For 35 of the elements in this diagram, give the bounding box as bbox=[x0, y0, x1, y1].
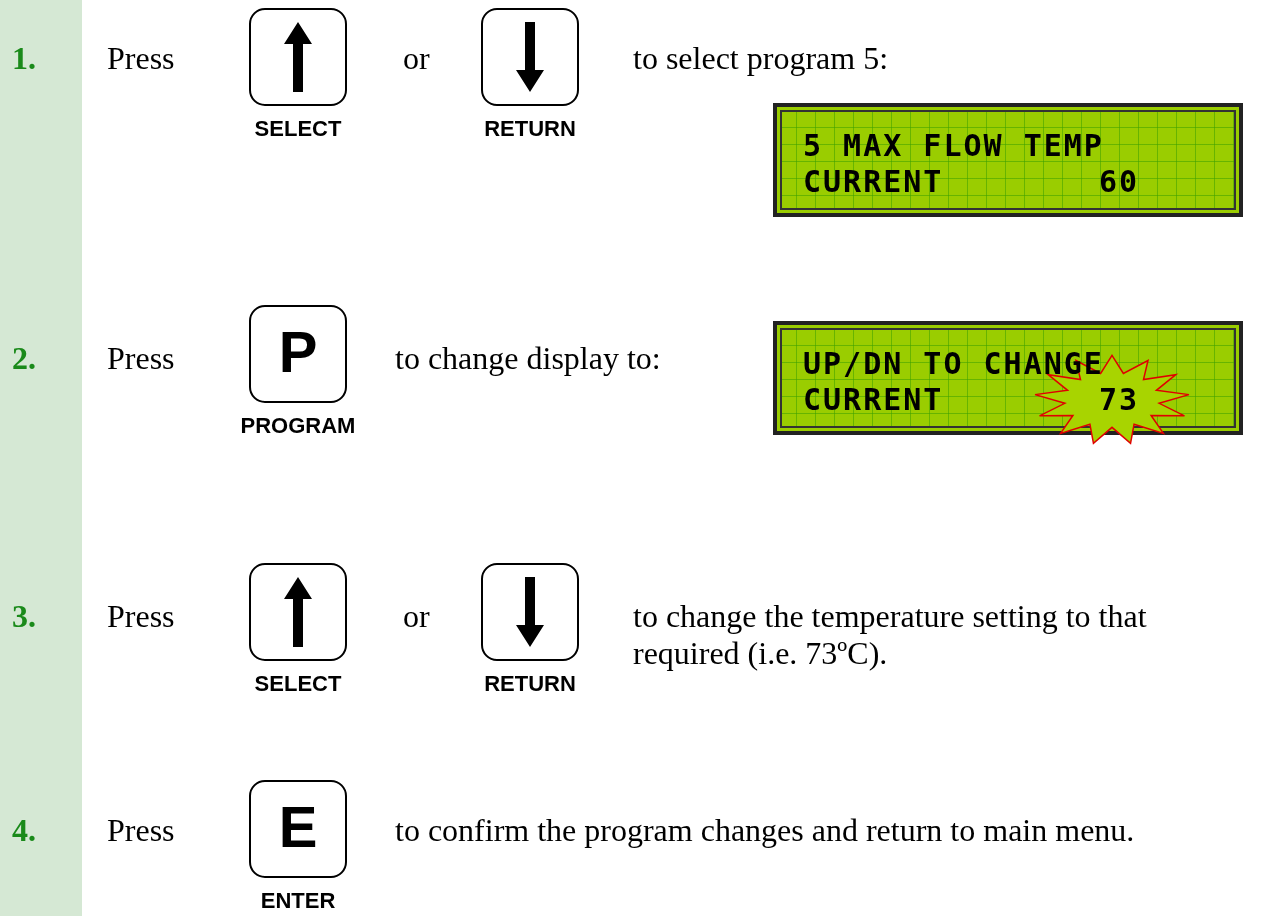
instruction-text: or bbox=[403, 40, 430, 77]
instruction-text: Press bbox=[107, 812, 175, 849]
key-button bbox=[249, 305, 347, 403]
instruction-text: to change display to: bbox=[395, 340, 661, 377]
key-letter: E bbox=[277, 793, 319, 861]
display-text: CURRENT bbox=[803, 383, 944, 417]
instruction-text: or bbox=[403, 598, 430, 635]
step-number: 1. bbox=[12, 40, 36, 77]
key-label: RETURN bbox=[484, 116, 576, 142]
instruction-text: Press bbox=[107, 40, 175, 77]
key-letter: P bbox=[277, 318, 319, 386]
display-text: 73 bbox=[1098, 383, 1139, 417]
key-label: SELECT bbox=[254, 116, 342, 142]
key-label: ENTER bbox=[260, 888, 336, 914]
instruction-text: Press bbox=[107, 598, 175, 635]
display-text: UP/DN TO CHANGE bbox=[803, 347, 1104, 381]
step-number: 2. bbox=[12, 340, 36, 377]
lcd-display bbox=[773, 103, 1243, 217]
step-number: 4. bbox=[12, 812, 36, 849]
key-label: RETURN bbox=[484, 671, 576, 697]
key-label: SELECT bbox=[254, 671, 342, 697]
key-button bbox=[481, 563, 579, 661]
key-button bbox=[481, 8, 579, 106]
instruction-text: to change the temperature setting to that required (i.e. 73ºC). bbox=[633, 598, 1148, 672]
key-button bbox=[249, 780, 347, 878]
display-text: CURRENT bbox=[803, 165, 944, 199]
key-button bbox=[249, 563, 347, 661]
step-number: 3. bbox=[12, 598, 36, 635]
key-label: PROGRAM bbox=[240, 413, 356, 439]
instruction-text: to select program 5: bbox=[633, 40, 889, 77]
display-text: 5 MAX FLOW TEMP bbox=[803, 129, 1104, 163]
key-button bbox=[249, 8, 347, 106]
display-text: 60 bbox=[1098, 165, 1139, 199]
instruction-text: to confirm the program changes and return to main menu. bbox=[395, 812, 1135, 849]
instruction-text: Press bbox=[107, 340, 175, 377]
